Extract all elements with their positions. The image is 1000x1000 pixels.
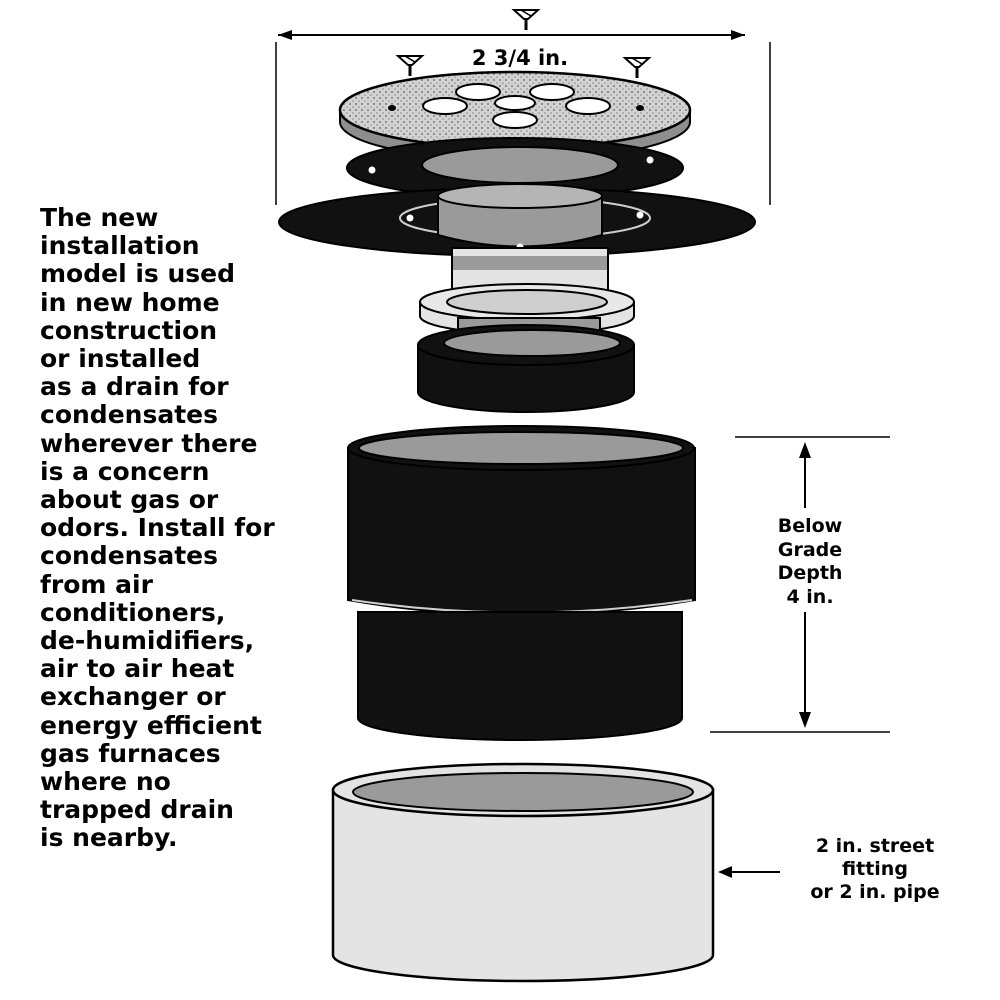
description-line: model is used bbox=[40, 259, 235, 288]
description-line: is a concern bbox=[40, 457, 209, 486]
pipe-callout: 2 in. street fitting or 2 in. pipe bbox=[718, 835, 940, 903]
depth-label-line: Grade bbox=[778, 539, 842, 561]
street-fitting-pipe bbox=[331, 762, 715, 983]
pipe-label-line: 2 in. street bbox=[816, 835, 934, 857]
description-line: conditioners, bbox=[40, 598, 225, 627]
description-line: The new bbox=[40, 203, 158, 232]
description-line: or installed bbox=[40, 344, 200, 373]
below-grade-pipe bbox=[347, 425, 696, 741]
depth-label-line: 4 in. bbox=[786, 586, 833, 608]
description-line: air to air heat bbox=[40, 654, 234, 683]
screw-icon bbox=[395, 55, 425, 76]
pipe-label-line: or 2 in. pipe bbox=[810, 881, 939, 903]
description-line: odors. Install for bbox=[40, 513, 275, 542]
depth-label-line: Depth bbox=[778, 562, 843, 584]
description-line: wherever there bbox=[40, 429, 257, 458]
lower-coupling bbox=[417, 317, 635, 413]
description-line: installation bbox=[40, 231, 200, 260]
depth-dimension: Below Grade Depth 4 in. bbox=[710, 436, 890, 733]
description-line: in new home bbox=[40, 288, 220, 317]
screw-icon bbox=[622, 57, 652, 78]
description-line: construction bbox=[40, 316, 217, 345]
description-line: about gas or bbox=[40, 485, 219, 514]
width-dimension: 2 3/4 in. bbox=[275, 30, 771, 205]
description-line: where no bbox=[40, 767, 171, 796]
description-line: condensates bbox=[40, 400, 218, 429]
clamping-flange bbox=[278, 183, 756, 257]
width-dimension-label: 2 3/4 in. bbox=[472, 46, 568, 70]
description-line: as a drain for bbox=[40, 372, 229, 401]
screw-icon bbox=[511, 9, 541, 30]
pipe-label-line: fitting bbox=[842, 858, 908, 880]
description-line: gas furnaces bbox=[40, 739, 221, 768]
description-line: from air bbox=[40, 570, 154, 599]
description-line: energy efficient bbox=[40, 711, 262, 740]
description-line: de-humidifiers, bbox=[40, 626, 254, 655]
description-line: is nearby. bbox=[40, 823, 178, 852]
description-line: trapped drain bbox=[40, 795, 234, 824]
description-line: condensates bbox=[40, 541, 218, 570]
depth-label-line: Below bbox=[778, 515, 843, 537]
description-line: exchanger or bbox=[40, 682, 226, 711]
